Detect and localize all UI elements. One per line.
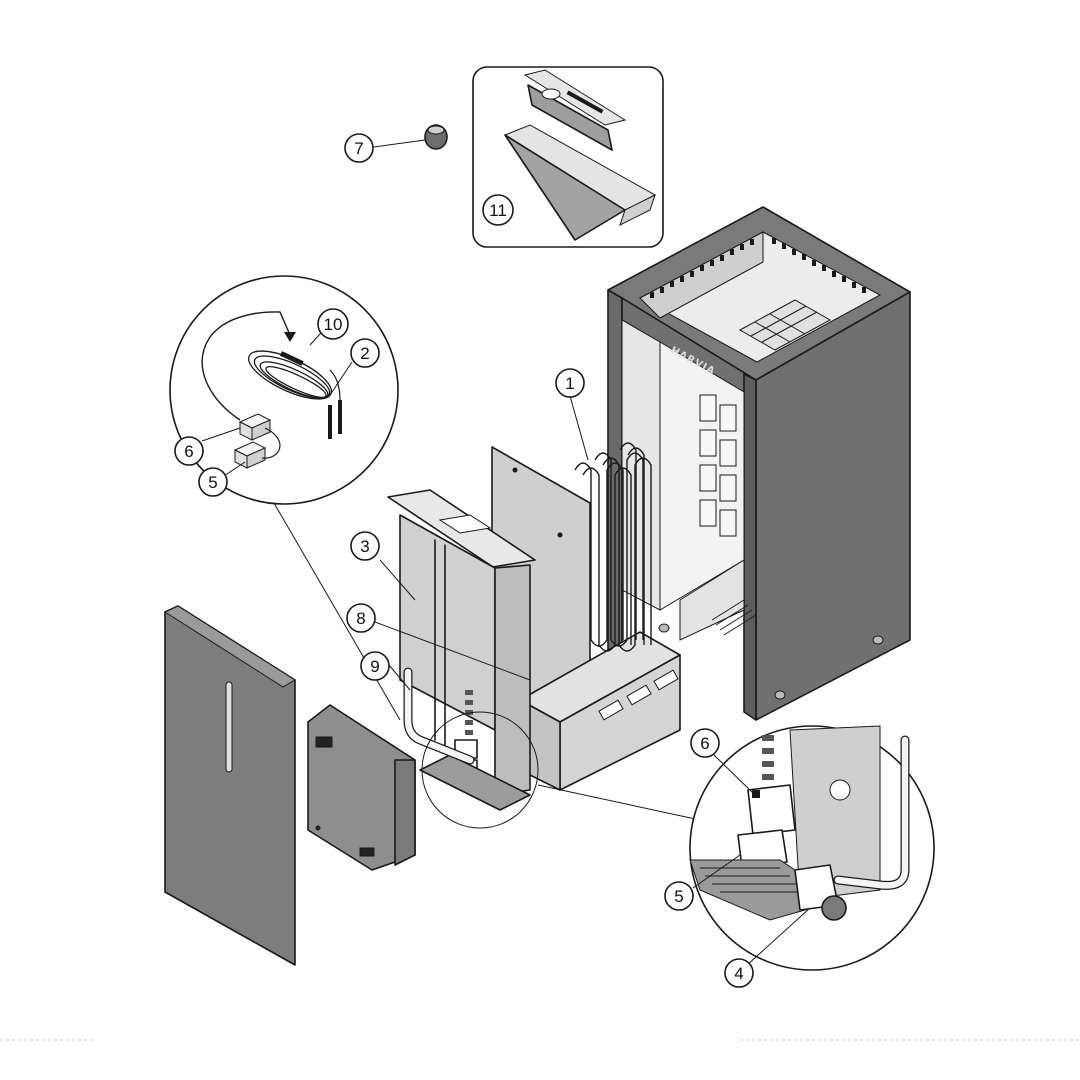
side-cover-panel — [163, 605, 296, 966]
contactor-detail-inset — [689, 725, 935, 971]
knob-part — [424, 124, 448, 150]
callout-9-label: 9 — [370, 657, 379, 676]
callout-9: 9 — [360, 651, 390, 681]
callout-3-label: 3 — [360, 537, 369, 556]
sensor-box-6 — [238, 413, 272, 441]
callout-7-label: 7 — [354, 139, 363, 158]
callout-1-label: 1 — [565, 374, 574, 393]
cabinet-vent-grid — [699, 394, 737, 537]
callout-11: 11 — [482, 194, 514, 226]
callout-1: 1 — [555, 368, 585, 398]
reservoir-inset — [472, 66, 664, 248]
callout-3: 3 — [350, 531, 380, 561]
sensor-box-5 — [233, 441, 267, 469]
callout-5a-label: 5 — [208, 473, 217, 492]
callout-5-bottom: 5 — [664, 881, 694, 911]
cabinet-rim-slots — [650, 238, 866, 298]
callout-4: 4 — [724, 958, 754, 988]
callout-8-label: 8 — [356, 609, 365, 628]
front-cover-panel — [307, 704, 416, 871]
callout-6-top: 6 — [174, 436, 204, 466]
inset-leader-line — [273, 502, 401, 721]
callout-7: 7 — [344, 133, 374, 163]
callout-11-label: 11 — [489, 201, 507, 220]
stone-grate — [738, 299, 832, 351]
callout-5-top: 5 — [198, 467, 228, 497]
callout-2: 2 — [350, 338, 380, 368]
callout-8: 8 — [346, 603, 376, 633]
sensor-detail-inset — [169, 275, 399, 505]
leader-7 — [373, 139, 426, 148]
callout-6-bottom: 6 — [690, 728, 720, 758]
callout-6a-label: 6 — [184, 442, 193, 461]
control-housing — [387, 489, 536, 811]
bottom-vent-slots — [711, 599, 757, 636]
callout-6b-label: 6 — [700, 734, 709, 753]
callout-5b-label: 5 — [674, 887, 683, 906]
leader-lines — [201, 322, 811, 967]
heating-elements — [574, 442, 652, 652]
detail-leader-line — [537, 784, 701, 821]
callout-4-label: 4 — [734, 964, 743, 983]
element-mounting-plate — [491, 446, 681, 791]
callout-10: 10 — [317, 308, 349, 340]
callout-2-label: 2 — [360, 344, 369, 363]
callout-10-label: 10 — [324, 315, 343, 334]
housing-detail-marker — [421, 711, 539, 829]
